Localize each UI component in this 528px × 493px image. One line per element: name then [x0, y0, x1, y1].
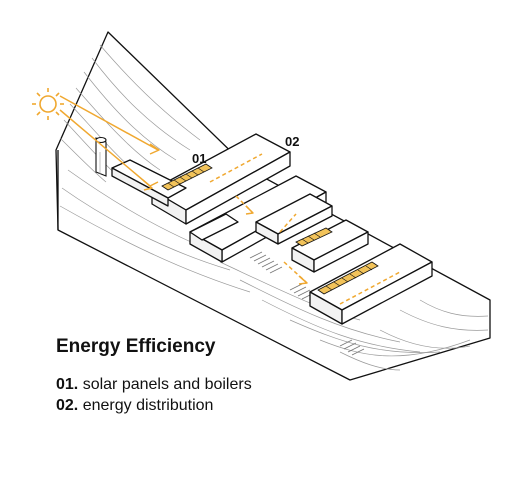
legend-number: 01.: [56, 376, 79, 393]
legend-text: energy distribution: [82, 397, 214, 414]
building-middle: [255, 193, 333, 245]
chimney-icon: [95, 136, 107, 177]
legend-text: solar panels and boilers: [82, 376, 252, 393]
stairs: [249, 251, 365, 356]
callout-02: 02: [285, 134, 300, 149]
flow-arrow-icon: [142, 143, 308, 285]
sun-icon: [32, 88, 64, 120]
legend-item: 02. energy distribution: [56, 398, 213, 414]
diagram-title: Energy Efficiency: [56, 336, 216, 357]
energy-flow: [59, 95, 401, 305]
callout-01: 01: [192, 151, 207, 166]
legend-item: 01. solar panels and boilers: [56, 377, 252, 393]
solar-panel-ribs: [167, 167, 373, 291]
building-04: [309, 243, 433, 325]
legend-number: 02.: [56, 397, 79, 414]
building-03: [291, 219, 369, 273]
solar-panels: [161, 163, 379, 295]
